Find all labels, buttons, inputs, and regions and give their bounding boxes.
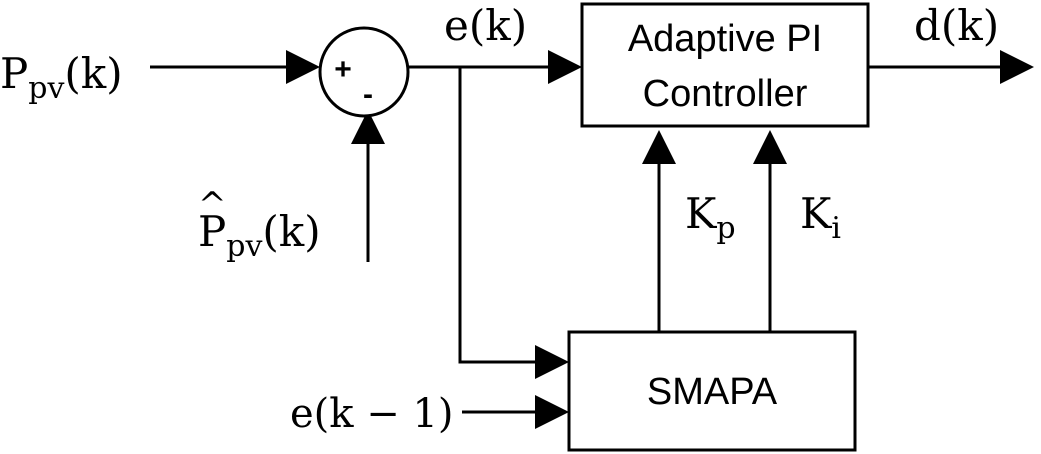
summer-minus-sign: - bbox=[363, 78, 373, 111]
label-kp: Kp bbox=[685, 189, 736, 246]
wire-error-to-smapa bbox=[458, 67, 535, 364]
arrowhead-kp bbox=[642, 130, 676, 164]
arrowhead-summer-left bbox=[286, 50, 320, 84]
arrowhead-smapa-errorprev bbox=[535, 395, 569, 429]
arrowhead-summer-bottom bbox=[351, 110, 385, 144]
arrowhead-ki bbox=[753, 130, 787, 164]
controller-block bbox=[580, 2, 870, 128]
summer-plus-sign: + bbox=[334, 53, 352, 86]
summing-junction bbox=[318, 26, 410, 118]
label-error-prev: e(k − 1) bbox=[290, 391, 454, 437]
controller-label-line2: Controller bbox=[643, 73, 808, 115]
arrowhead-controller-input bbox=[548, 50, 582, 84]
label-error: e(k) bbox=[444, 1, 527, 50]
arrowhead-smapa-error bbox=[535, 345, 569, 379]
label-ppv: Ppv(k) bbox=[0, 49, 123, 106]
controller-label-line1: Adaptive PI bbox=[628, 18, 822, 60]
label-ppv-hat: Ppv(k) bbox=[198, 207, 321, 264]
smapa-block bbox=[567, 330, 857, 452]
label-ki: Ki bbox=[800, 189, 841, 246]
label-ppv-hat-accent: ^ bbox=[198, 185, 227, 225]
label-output: d(k) bbox=[914, 1, 999, 50]
arrowhead-output bbox=[1000, 50, 1034, 84]
smapa-label: SMAPA bbox=[647, 371, 778, 413]
